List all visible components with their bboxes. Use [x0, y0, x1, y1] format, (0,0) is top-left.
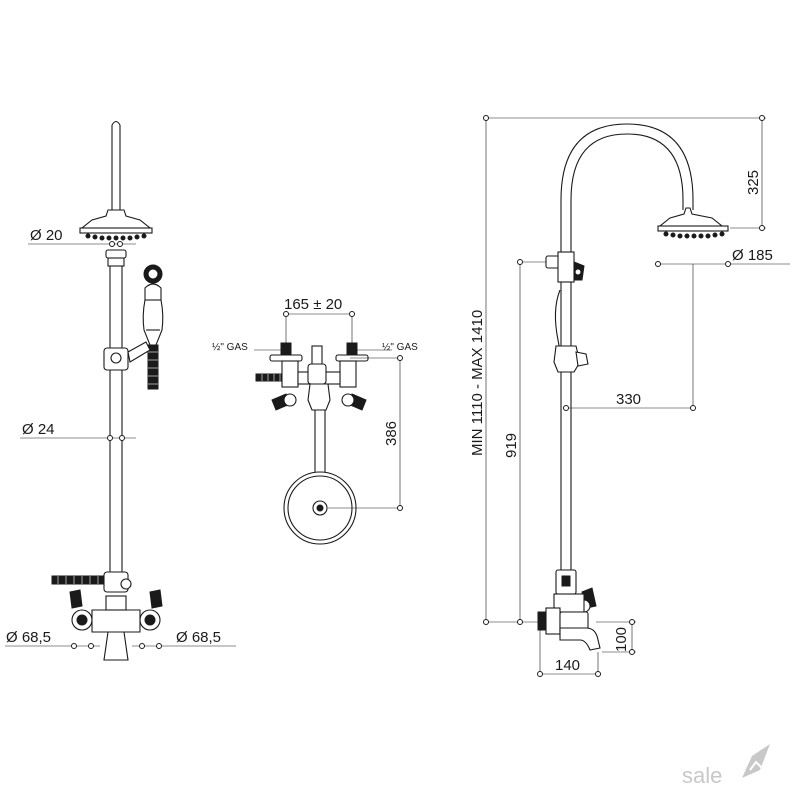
arm-reach-label: 330 [616, 391, 641, 408]
left-riser-dia-label: Ø 24 [22, 421, 55, 438]
profile-shower-head [658, 207, 724, 227]
right-base-dia-label: Ø 68,5 [176, 629, 221, 646]
left-base-dia-label: Ø 68,5 [6, 629, 51, 646]
bath-spout [559, 627, 601, 651]
shower-head [80, 209, 152, 229]
front-view: Ø 20 Ø 24 [5, 120, 236, 661]
profile-view: MIN 1110 - MAX 1410 325 Ø 185 [469, 115, 790, 677]
logo-text: sale [682, 763, 722, 788]
center-height-label: 386 [383, 421, 400, 446]
tap-left [69, 589, 93, 631]
total-height-label: MIN 1110 - MAX 1410 [469, 310, 486, 456]
side-view: 165 ± 20 ½" GAS ½" GAS [212, 296, 418, 545]
hand-shower [142, 264, 164, 390]
left-gas-label: ½" GAS [212, 342, 248, 353]
shower-head-nozzles [85, 233, 147, 241]
riser-height-label: 919 [503, 433, 520, 458]
spout-length-label: 140 [555, 657, 580, 674]
center-spacing-label: 165 ± 20 [284, 296, 342, 313]
tap-right [139, 589, 163, 631]
gooseneck-arm [560, 123, 694, 252]
right-gas-label: ½" GAS [382, 342, 418, 353]
sale-logo: sale [682, 744, 770, 788]
spout-height-label: 100 [613, 627, 630, 652]
threaded-inlet [51, 575, 109, 585]
left-arm-dia-label: Ø 20 [30, 227, 63, 244]
profile-nozzles [663, 231, 725, 239]
arm-drop-label: 325 [745, 170, 762, 195]
head-dia-label: Ø 185 [732, 247, 773, 264]
